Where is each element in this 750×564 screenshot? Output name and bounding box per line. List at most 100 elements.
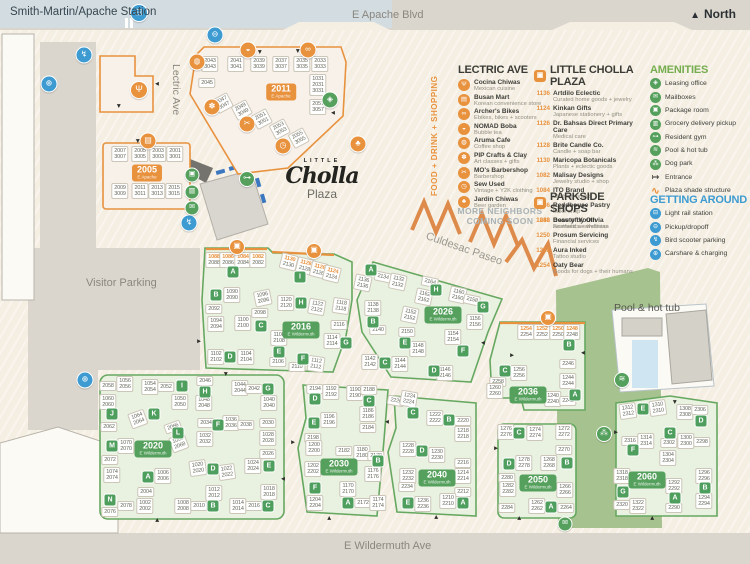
little-cholla-plaza-shops-2-icon: ▣ [306,243,322,259]
scooter-icon: ↯ [650,235,661,247]
little-cholla-plaza-shops-icon: ▣ [229,239,245,255]
wildermuth-ave-road [0,533,750,564]
unit-1082: 1082 2082 [249,252,267,268]
unit-2212: 2212 [454,487,472,497]
legend-getting-around: GETTING AROUND ⊟Light rail station⊖Picku… [650,194,748,260]
unit-2046: 2046 [196,376,214,386]
entrance-arrow-icon: ▶ [494,445,498,452]
building-2026-badge-B: B [366,315,380,329]
unit-1138: 1138 2138 [364,300,382,316]
unit-2188: 2188 [360,385,378,395]
unit-number: 1128 [536,142,550,149]
building-2020-badge-A: A [141,470,155,484]
unit-1148: 1148 2148 [409,341,427,357]
storefront-icon: ▣ [534,197,546,209]
unit-1094: 1094 2094 [207,316,225,332]
unit-2037: 2037 3037 [272,56,290,72]
grocery-delivery-pickup-icon: ▥ [184,184,200,200]
building-2040-badge-B: B [442,413,456,427]
carshare-charging-2-icon: ⊕ [76,371,94,389]
unit-1218: 1218 2218 [454,426,472,442]
building-2060-badge-F: F [626,443,640,457]
unit-1090: 1090 2090 [223,287,241,303]
unit-2184: 2184 [359,423,377,433]
building-2060-badge-C: C [663,426,677,440]
building-2020-badge-M: M [105,439,119,453]
unit-1028: 1028 2028 [259,430,277,446]
unit-2116: 2116 [330,320,348,330]
unit-1260: 1260 2260 [486,383,504,399]
jardin-chiw​as-beer-garden-icon: ♣ [349,135,367,153]
entrance-arrow-icon: ▶ [481,339,485,346]
building-2026-badge-G: G [476,300,490,314]
unit-1154: 1154 2154 [444,329,462,345]
leasing-office-icon: ◈ [321,91,339,109]
coffee-icon: ◍ [458,137,470,150]
little-cholla-plaza-logo: LITTLE Cholla Plaza [285,158,359,201]
dog-park-icon: ⁂ [650,158,661,170]
entrance-arrow-icon: ▶ [154,518,161,522]
building-2060-badge-B: B [698,481,712,495]
unit-number: 1124 [536,105,550,112]
building-2016-badge-C: C [254,319,268,333]
entrance-arrow-icon: ▶ [222,372,229,376]
entrance-arrow-icon: ▶ [294,49,301,53]
entrance-arrow-icon: ▶ [256,50,263,54]
legend-amenities: AMENITIES ◈Leasing office✉Mailboxes▣Pack… [650,64,748,197]
scissors-icon: ✂ [458,166,470,179]
unit-1020: 1020 2020 [188,458,208,478]
building-2016-badge-G: G [339,336,353,350]
gym-icon: ⊶ [650,131,661,143]
busan-mart-icon: ▤ [139,132,157,150]
unit-number: 1248 [536,217,550,224]
unit-number: 1250 [536,232,550,239]
gym-building [199,169,269,241]
building-2020-badge-K: K [147,407,161,421]
unit-2039: 2039 3039 [250,56,268,72]
unit-1272: 1272 2272 [555,424,573,440]
vintage-clock-icon: ◷ [458,181,470,194]
unit-1142: 1142 2142 [361,354,379,370]
unit-1070: 1070 2070 [117,438,135,454]
building-2036-badge-C: C [498,364,512,378]
street-label-wildermuth: E Wildermuth Ave [344,540,432,552]
street-label-lectric: Lectric Ave [170,64,182,116]
building-2020-badge-L: L [171,426,185,440]
building-2040-badge-A: A [456,496,470,510]
unit-number: 1136 [536,90,550,97]
aruma-cafe-coffee-icon: ◍ [188,53,206,71]
unit-2038: 2038 [237,420,255,430]
building-2020-badge-B: B [206,499,220,513]
unit-1314: 1314 2314 [637,433,655,449]
unit-1018: 1018 2018 [260,484,278,500]
building-2016-badge-E: E [272,345,286,359]
unit-2078: 2078 [117,501,135,511]
unit-1200: 1200 2200 [305,440,323,456]
archers-bikes-icon: ∞ [299,41,317,59]
legend-item-light-rail-station: ⊟Light rail station [650,208,748,220]
unit-2058: 2058 [99,381,117,391]
unit-number: 1254 [536,262,550,269]
legend-item-bird-scooter-parking: ↯Bird scooter parking [650,235,748,247]
unit-1170: 1170 2170 [339,481,357,497]
unit-1300: 1300 2300 [677,433,695,449]
unit-2234: 2234 [398,482,416,492]
unit-2106: 2106 [269,357,287,367]
